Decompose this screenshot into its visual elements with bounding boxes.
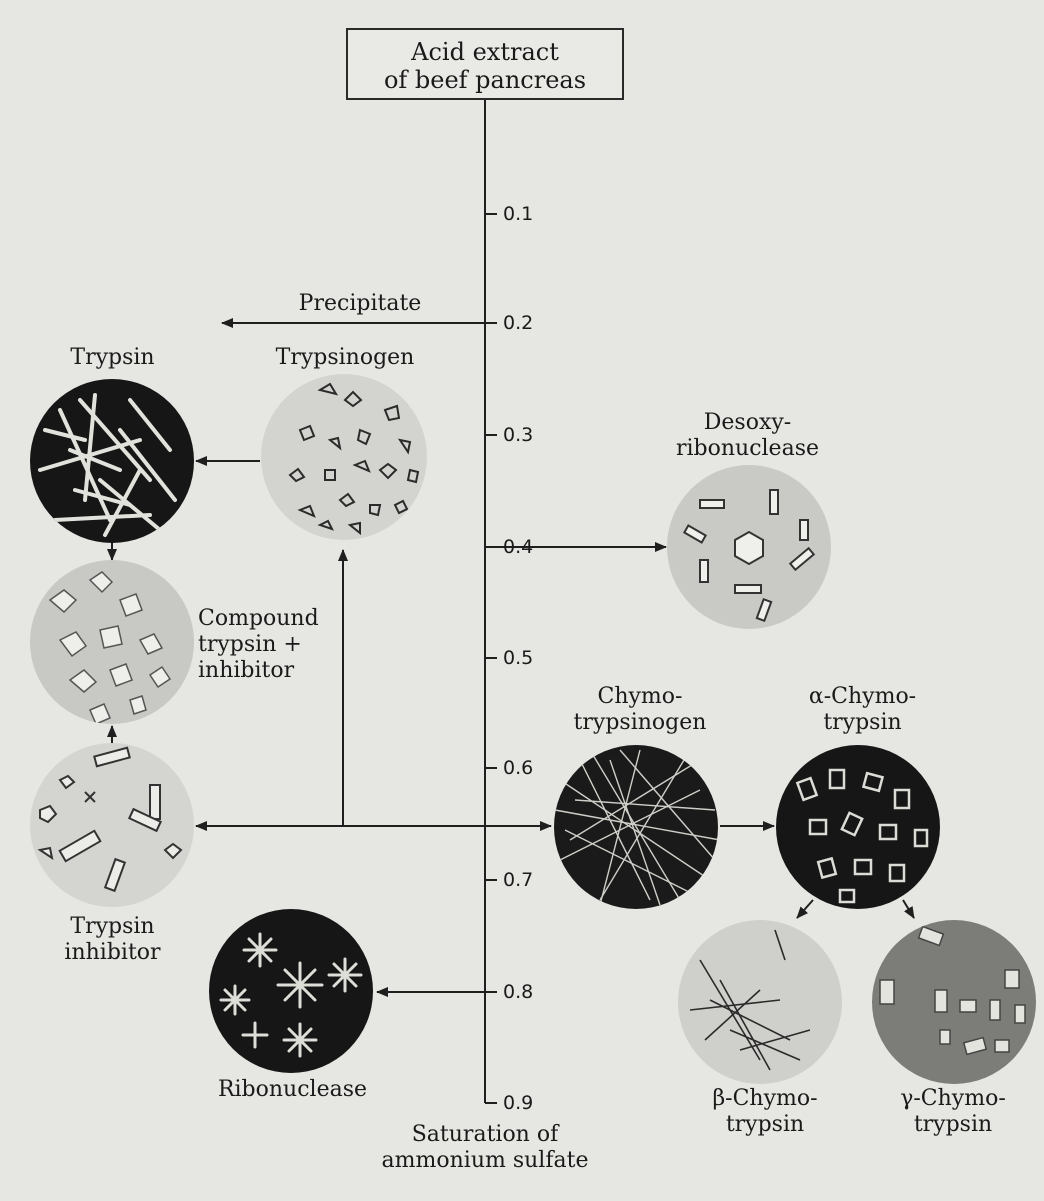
trypsin-inhibitor-label: Trypsin inhibitor xyxy=(40,914,185,966)
axis-label: Saturation of ammonium sulfate xyxy=(340,1122,630,1174)
tick-label: 0.7 xyxy=(503,869,533,891)
tick-label: 0.9 xyxy=(503,1092,533,1114)
tick-label: 0.2 xyxy=(503,312,533,334)
tick-label: 0.6 xyxy=(503,757,533,779)
trypsin-label: Trypsin xyxy=(40,345,185,371)
compound-micrograph xyxy=(30,560,194,724)
tick-label: 0.8 xyxy=(503,981,533,1003)
trypsin-micrograph xyxy=(30,379,194,543)
beta-chymotrypsin-micrograph xyxy=(678,920,842,1084)
saturation-axis xyxy=(485,100,497,1103)
gamma-chymotrypsin-label: γ-Chymo- trypsin xyxy=(868,1086,1038,1138)
gamma-chymotrypsin-micrograph xyxy=(872,920,1036,1084)
ribonuclease-label: Ribonuclease xyxy=(190,1077,395,1103)
ribonuclease-micrograph xyxy=(209,909,373,1073)
source-title: Acid extract of beef pancreas xyxy=(348,38,622,94)
to-beta-chymotrypsin-arrow xyxy=(797,900,813,918)
tick-label: 0.4 xyxy=(503,536,533,558)
tick-label: 0.1 xyxy=(503,203,533,225)
compound-label: Compound trypsin + inhibitor xyxy=(198,606,348,684)
trypsin-inhibitor-micrograph xyxy=(30,743,194,907)
precipitate-label: Precipitate xyxy=(270,291,450,317)
alpha-chymotrypsin-label: α-Chymo- trypsin xyxy=(775,684,950,736)
source-box: Acid extract of beef pancreas xyxy=(346,28,624,100)
chymotrypsinogen-micrograph xyxy=(554,745,720,909)
to-gamma-chymotrypsin-arrow xyxy=(903,900,914,918)
beta-chymotrypsin-label: β-Chymo- trypsin xyxy=(680,1086,850,1138)
tick-label: 0.5 xyxy=(503,647,533,669)
trypsinogen-label: Trypsinogen xyxy=(255,345,435,371)
desoxyribonuclease-micrograph xyxy=(667,465,831,629)
alpha-chymotrypsin-micrograph xyxy=(776,745,940,909)
desoxyribonuclease-label: Desoxy- ribonuclease xyxy=(645,410,850,462)
chymotrypsinogen-label: Chymo- trypsinogen xyxy=(545,684,735,736)
tick-label: 0.3 xyxy=(503,424,533,446)
trypsinogen-micrograph xyxy=(261,374,427,540)
